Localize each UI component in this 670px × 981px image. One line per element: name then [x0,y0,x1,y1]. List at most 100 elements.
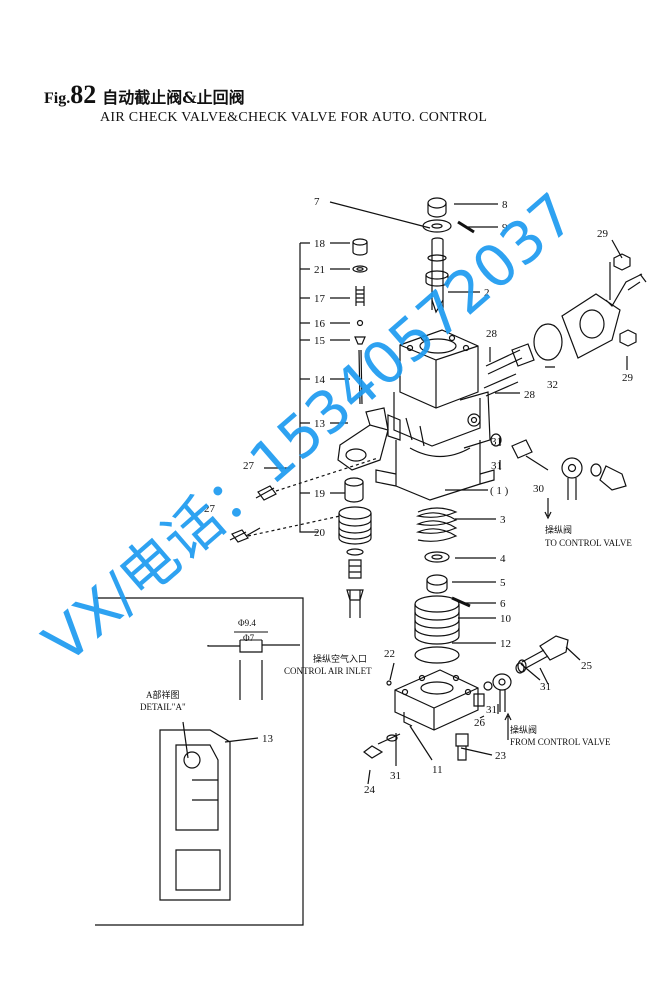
dimension-outer: Φ9.4 [238,618,256,628]
flange-plate [561,293,621,359]
callout-31-body: 31 [491,436,502,448]
callout-18: 18 [314,238,326,250]
callout-5: 5 [500,577,506,589]
part-30-banjo-bolt [511,439,549,471]
control-air-inlet-cn: 操纵空气入口 [313,653,367,664]
part-12-o-ring [414,646,460,664]
callout-30: 30 [533,483,545,495]
callout-17: 17 [314,293,326,305]
control-air-inlet-en: CONTROL AIR INLET [284,666,372,676]
callout-31-banjo: 31 [540,681,551,693]
part-32-check-valve [511,343,535,367]
figure-title-english: AIR CHECK VALVE&CHECK VALVE FOR AUTO. CO… [100,110,488,125]
figure-title-chinese: 自动截止阀&止回阀 [102,88,245,107]
callout-31-body-lower: 31 [491,460,502,472]
callout-10: 10 [500,613,512,625]
part-19-guide [344,477,364,503]
part-24-bolt [363,733,401,759]
part-25-banjo-bolt [492,635,569,712]
part-2-stem [431,237,444,310]
part-1-valve-body [375,329,495,501]
figure-prefix: Fig. [44,90,71,107]
part-16-ball [356,319,364,327]
dimension-inner: Φ7 [243,633,255,643]
callout-27-lower: 27 [204,503,216,515]
callout-29-top: 29 [597,228,609,240]
detail-a-box [95,597,304,926]
callout-labels: 7 8 9 2 18 21 17 16 15 14 13 19 20 27 27… [204,196,634,796]
part-7-washer [422,219,452,233]
callout-9: 9 [502,222,508,234]
callout-8: 8 [502,199,508,211]
bracket-ticks [300,242,310,494]
callout-2: 2 [484,287,490,299]
callout-28-lower: 28 [524,389,536,401]
callout-22: 22 [384,648,395,660]
from-control-valve-en: FROM CONTROL VALVE [510,737,611,747]
detail-label-en: DETAIL"A" [140,702,186,712]
callout-31-cover: 31 [390,770,401,782]
part-31-washer-body [490,433,502,447]
callout-13-detail: 13 [262,733,274,745]
from-control-valve-cn: 操纵阀 [510,724,537,735]
part-29-nut-bottom [619,329,637,347]
callout-23: 23 [495,750,507,762]
part-28-studs [483,349,523,397]
part-23-bolt [455,733,469,761]
to-control-valve-cn: 操纵阀 [545,524,572,535]
part-27-bolt-upper [255,485,277,501]
part-18-plug [352,238,368,256]
callout-14: 14 [314,374,326,386]
callout-7: 7 [314,196,320,208]
callout-31-fitting: 31 [486,704,497,716]
parts-bracket [299,243,318,533]
callout-32: 32 [547,379,558,391]
part-15-seat [354,336,366,345]
part-31-washer-right [590,463,602,477]
part-8-nut [427,197,447,209]
part-10-piston [414,595,460,645]
callout-12: 12 [500,638,511,650]
part-31-washer-cover [386,734,398,742]
part-13-lever [337,407,389,471]
to-control-valve-en: TO CONTROL VALVE [545,538,632,548]
figure-title: Fig.82 自动截止阀&止回阀 [44,80,245,110]
annotations: 操纵阀 TO CONTROL VALVE 操纵空气入口 CONTROL AIR … [140,524,632,747]
part-4-washer [424,551,450,563]
banjo-to-control-valve [561,457,627,500]
callout-15: 15 [314,335,326,347]
callout-27-upper: 27 [243,460,255,472]
part-27-bolt-lower [229,529,249,543]
callout-28-upper: 28 [486,328,498,340]
part-17-set-screw [355,286,365,306]
part-5-nut [426,574,448,586]
flange-gasket [533,323,563,361]
part-3-spring [415,507,458,542]
callout-26: 26 [474,717,486,729]
callout-3: 3 [500,514,506,526]
part-11-cover [394,669,479,731]
callout-29-bottom: 29 [622,372,634,384]
detail-label-cn: A部祥图 [146,689,180,700]
part-22-plug [386,680,392,686]
callout-25: 25 [581,660,593,672]
callout-16: 16 [314,318,326,330]
callout-19: 19 [314,488,326,500]
part-21-washer [352,265,368,273]
part-26-fitting [473,693,485,707]
callout-4: 4 [500,553,506,565]
callout-6: 6 [500,598,506,610]
leader-7 [329,201,431,229]
part-20-diaphragm-holder [338,506,372,618]
part-14-rod [358,349,363,405]
part-29-nut-top [613,253,631,271]
callout-24: 24 [364,784,376,796]
callout-1: ( 1 ) [490,485,509,497]
callout-20: 20 [314,527,326,539]
callout-11: 11 [432,764,443,776]
callout-21: 21 [314,264,325,276]
callout-13: 13 [314,418,326,430]
figure-number: 82 [70,80,97,109]
part-9-pin [457,220,475,234]
